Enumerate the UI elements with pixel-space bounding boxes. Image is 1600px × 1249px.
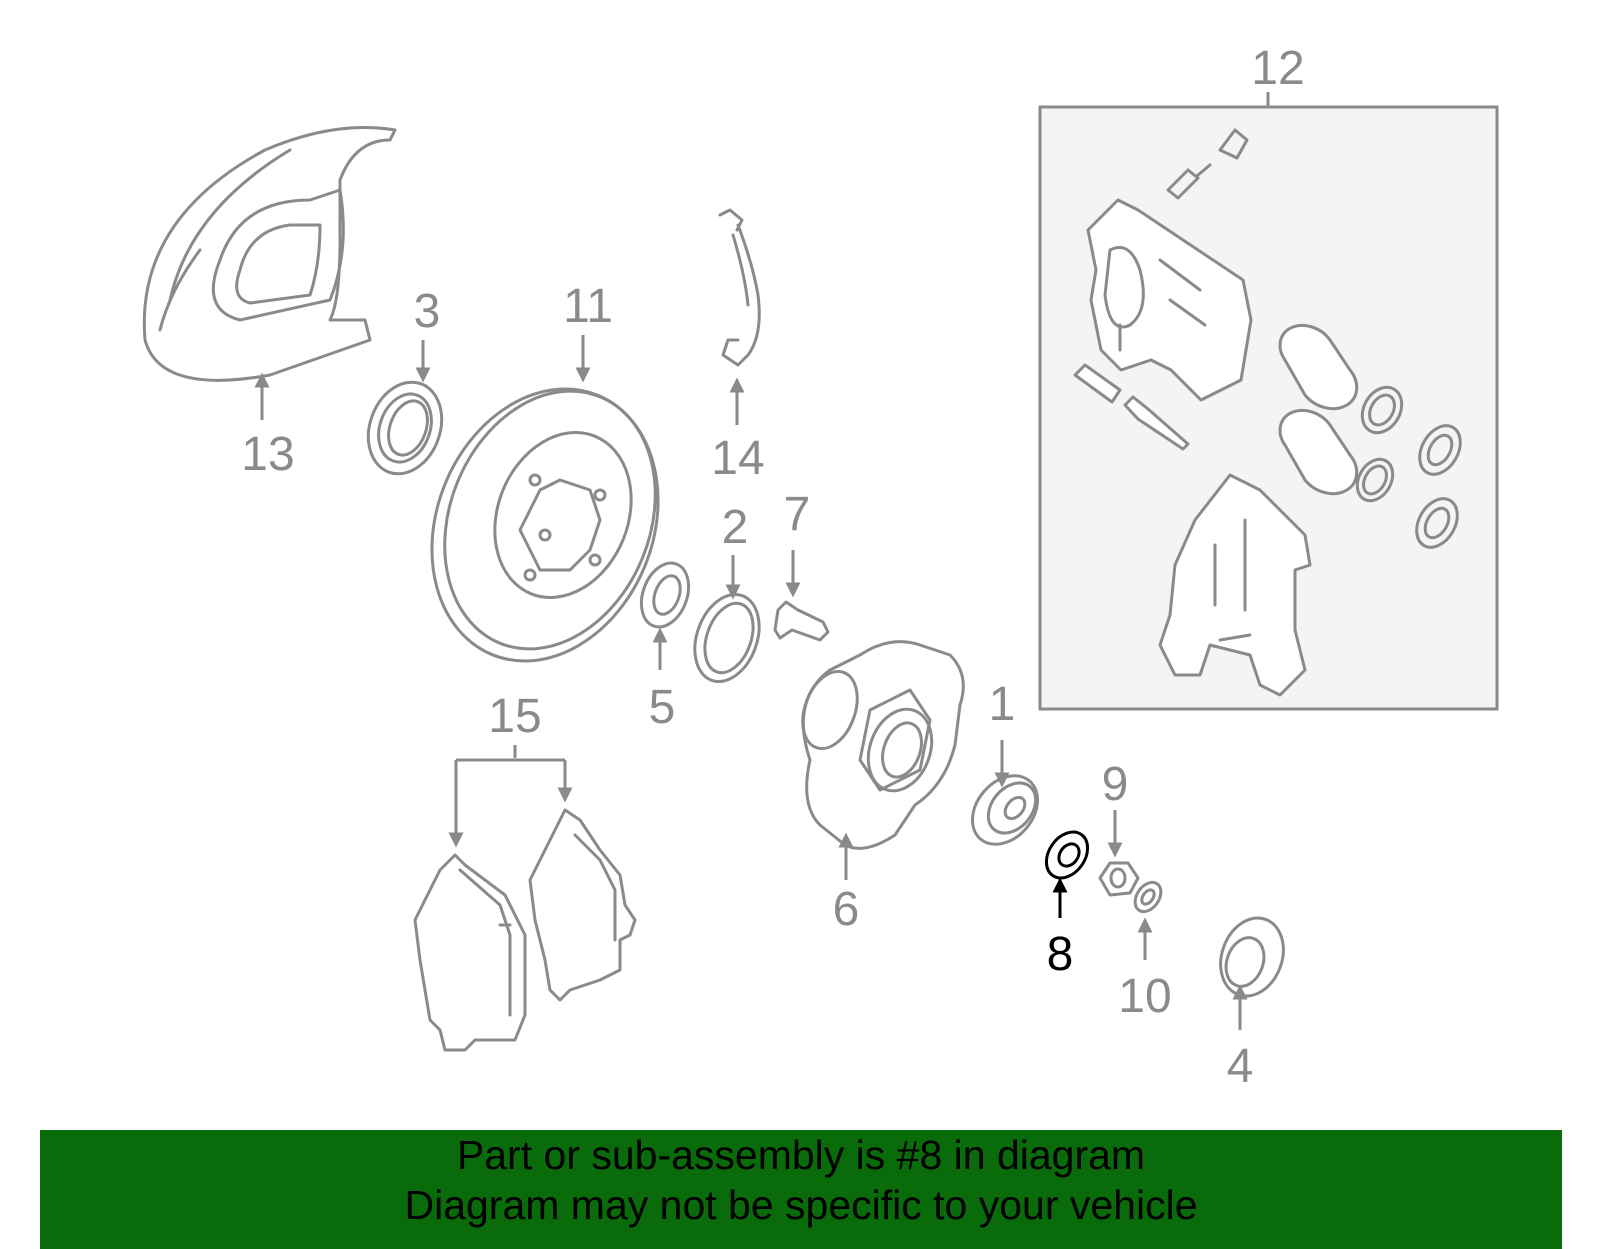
callout-3[interactable]: 3 [414,285,441,338]
callout-9[interactable]: 9 [1102,758,1129,811]
callout-12[interactable]: 12 [1251,42,1304,95]
callout-2[interactable]: 2 [722,501,749,554]
bearing-5: 5 [639,561,691,734]
callout-10[interactable]: 10 [1118,970,1171,1023]
brake-pads-15: 15 [413,690,637,1052]
callout-6[interactable]: 6 [833,883,860,936]
banner-line-1: Part or sub-assembly is #8 in diagram [456,1132,1146,1178]
parts-diagram: 12 13 3 [142,42,1499,1093]
dust-shield-13: 13 [142,126,397,481]
callout-11[interactable]: 11 [563,280,613,333]
wheel-stud-7: 7 [773,488,830,642]
notice-banner: Part or sub-assembly is #8 in diagram Di… [40,1130,1562,1249]
race-2: 2 [693,501,761,684]
seal-3: 3 [366,285,444,476]
brake-rotor-11: 11 [430,280,660,663]
washer-8[interactable]: 8 [1038,824,1096,981]
callout-1[interactable]: 1 [989,678,1016,731]
grease-cap-4: 4 [1219,916,1285,1093]
callout-14[interactable]: 14 [711,432,764,485]
bearing-1: 1 [970,678,1040,846]
callout-15[interactable]: 15 [488,690,541,743]
caliper-assembly-inset: 12 [1038,42,1499,711]
callout-5[interactable]: 5 [649,681,676,734]
banner-line-2: Diagram may not be specific to your vehi… [404,1182,1198,1228]
wheel-hub-6: 6 [801,640,965,936]
abs-sensor-14: 14 [711,208,765,485]
callout-7[interactable]: 7 [784,488,811,541]
lock-washer-10: 10 [1118,880,1172,1023]
callout-13[interactable]: 13 [241,428,294,481]
nut-9: 9 [1098,758,1140,897]
callout-4[interactable]: 4 [1227,1040,1254,1093]
callout-8[interactable]: 8 [1047,928,1074,981]
